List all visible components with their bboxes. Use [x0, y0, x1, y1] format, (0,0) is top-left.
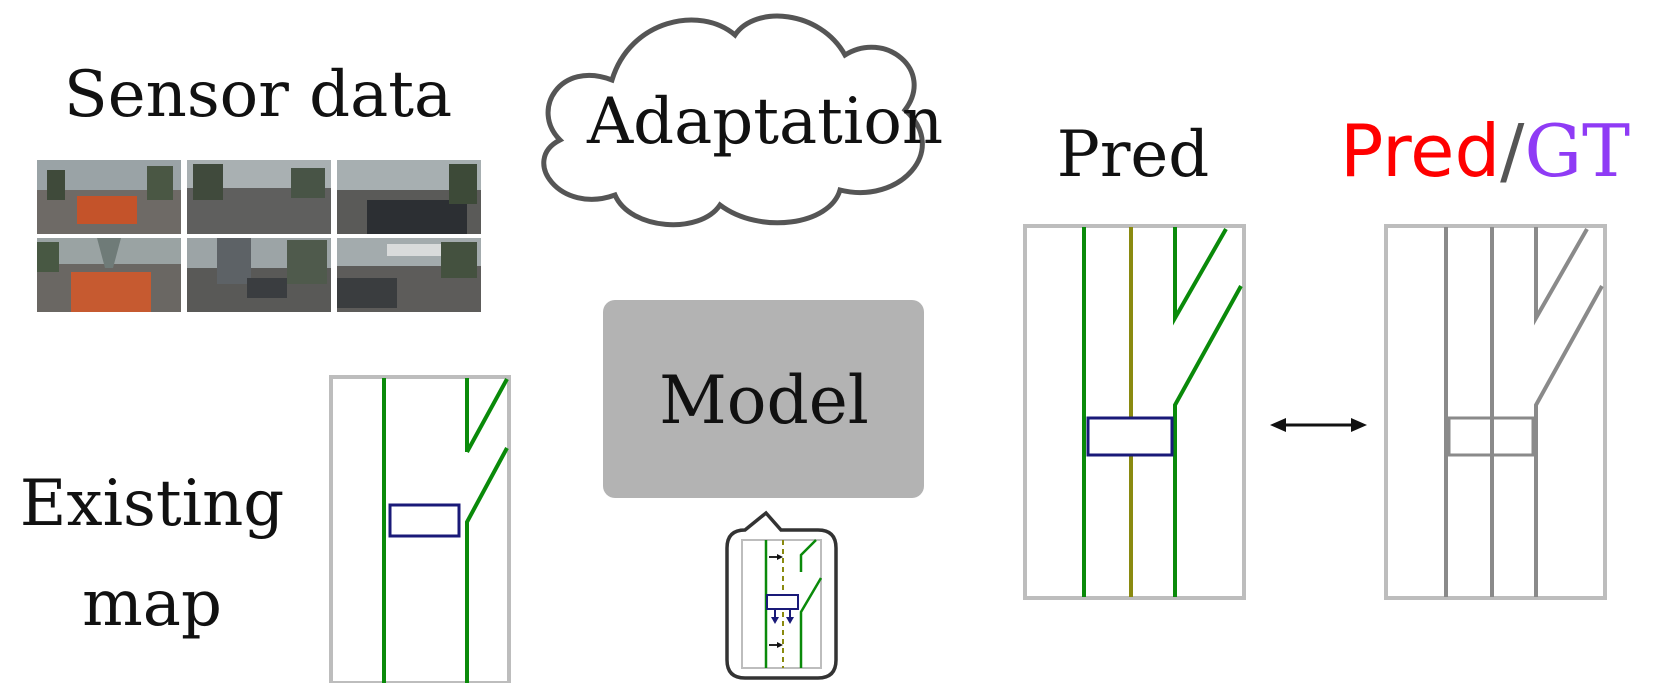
gt-lane-line	[1534, 227, 1589, 326]
comparison-gt-label: GT	[1524, 109, 1630, 193]
comparison-title: Pred/GT	[1340, 109, 1630, 193]
adaptation-group: Adaptation	[541, 13, 943, 228]
gt-crosswalk-box	[1447, 416, 1535, 457]
model-label: Model	[659, 362, 869, 439]
gt-frame	[1384, 224, 1607, 600]
comparison-group: Pred/GT	[1340, 109, 1630, 600]
existing-map-label-line2: map	[82, 567, 222, 641]
camera-image-icon	[337, 160, 481, 234]
camera-image-icon	[337, 238, 481, 312]
gt-lane-line	[1534, 285, 1604, 597]
double-arrow-icon	[1270, 418, 1367, 432]
speech-bubble-map-preview-icon	[725, 510, 838, 680]
comparison-separator: /	[1500, 109, 1525, 193]
crosswalk-box	[1086, 416, 1174, 457]
camera-image-icon	[187, 160, 331, 234]
prediction-group: Pred	[1023, 118, 1246, 600]
camera-image-icon	[37, 160, 181, 234]
model-group: Model	[603, 300, 924, 680]
lane-line	[465, 378, 509, 453]
cloud-icon	[541, 13, 925, 228]
lane-line	[1173, 227, 1228, 326]
sensor-data-group: Sensor data	[37, 58, 481, 312]
lane-line	[465, 447, 509, 683]
existing-map-label-line1: Existing	[20, 467, 285, 541]
adaptation-label: Adaptation	[586, 85, 943, 159]
model-box	[603, 300, 924, 498]
prediction-frame	[1023, 224, 1246, 600]
camera-image-icon	[37, 238, 181, 312]
crosswalk-box	[388, 503, 461, 538]
comparison-pred-label: Pred	[1340, 109, 1500, 193]
pred-label: Pred	[1057, 118, 1210, 192]
sensor-data-label: Sensor data	[64, 58, 452, 132]
camera-images	[37, 160, 481, 312]
lane-line	[1173, 285, 1243, 597]
existing-map-group: Existing map	[20, 375, 511, 683]
camera-image-icon	[187, 238, 331, 312]
